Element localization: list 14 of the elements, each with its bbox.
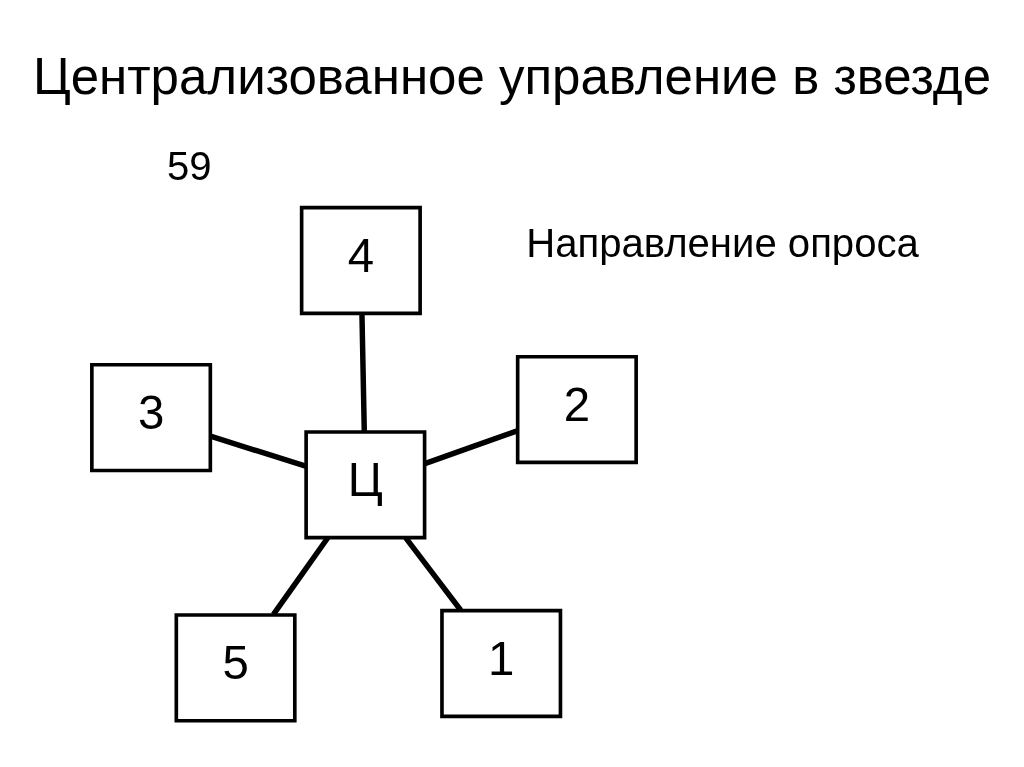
label: 59	[167, 144, 212, 189]
label: Направление опроса	[526, 221, 919, 265]
diagram-title: Централизованное управление в звезде	[32, 48, 992, 106]
connector	[209, 433, 307, 469]
node-box: 5	[174, 613, 297, 723]
node-box: Ц	[304, 430, 427, 540]
connector	[359, 313, 367, 432]
node-box: 3	[90, 362, 213, 473]
node-box: 1	[440, 608, 563, 719]
connector	[271, 536, 331, 616]
node-box: 4	[299, 205, 422, 316]
connector	[423, 428, 519, 467]
connector	[403, 536, 463, 612]
node-box: 2	[515, 354, 638, 465]
